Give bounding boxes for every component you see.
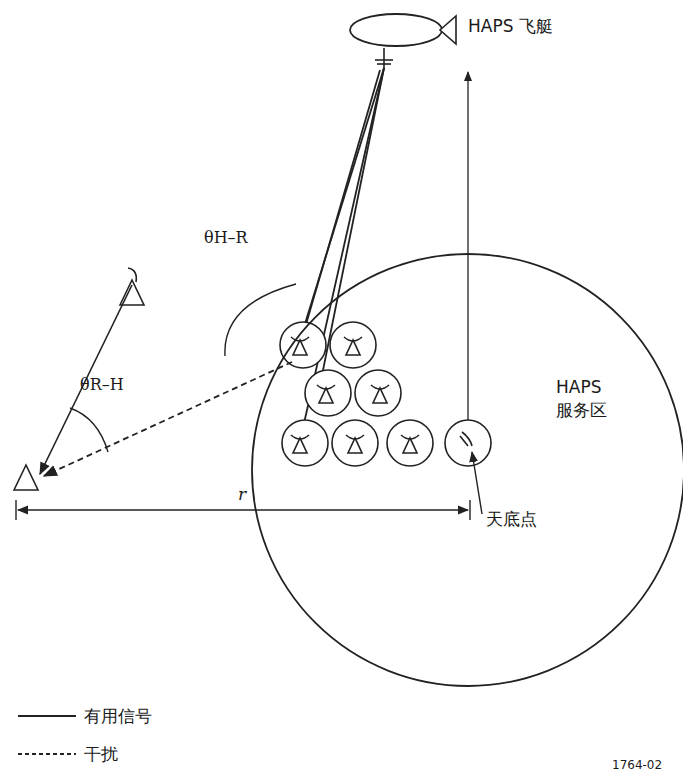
angle-label: θR–H (80, 375, 124, 394)
node-outline (348, 8, 460, 52)
node-outline (250, 252, 683, 688)
legend-text: 干扰 (84, 743, 118, 766)
cell-antennas (291, 337, 472, 453)
legend-samples (18, 716, 76, 754)
distance-label: r (236, 484, 248, 504)
wanted-links (298, 68, 468, 450)
airship: HAPS 飞艇 (348, 8, 460, 52)
angle-label: θH–R (204, 228, 248, 247)
nadir-label: 天底点 (486, 508, 537, 531)
service-area: HAPS 服务区 (250, 252, 683, 688)
figure-number: 1764-02 (612, 758, 662, 772)
node-label: HAPS 服务区 (556, 376, 616, 422)
legend-text: 有用信号 (84, 705, 152, 728)
distance-r (16, 452, 482, 520)
node-label: HAPS 飞艇 (468, 16, 553, 36)
ground-station (14, 268, 296, 490)
cells (280, 322, 491, 466)
airship-antenna (375, 48, 393, 68)
